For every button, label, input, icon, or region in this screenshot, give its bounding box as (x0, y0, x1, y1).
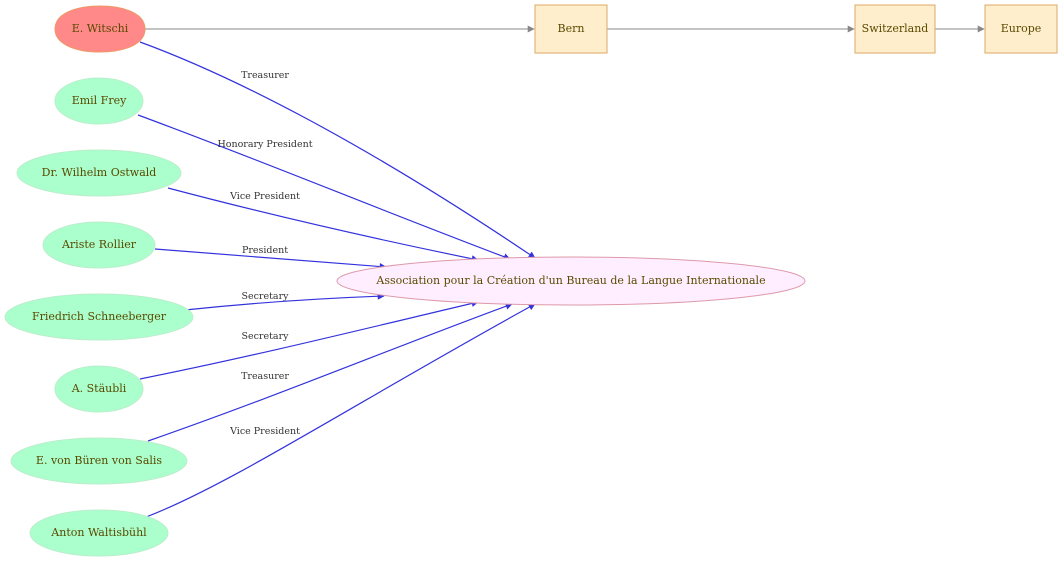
edge-label-witschi: Treasurer (241, 70, 289, 81)
node-witschi[interactable]: E. Witschi (54, 5, 146, 53)
node-shape-salis (10, 437, 188, 485)
node-label-bern: Bern (558, 22, 585, 35)
node-shape-europe (984, 4, 1058, 54)
edge-staubli-association (139, 300, 479, 380)
node-label-rollier: Ariste Rollier (61, 238, 137, 251)
edge-label-frey: Honorary President (217, 139, 312, 150)
node-switzerland[interactable]: Switzerland (854, 4, 936, 54)
edge-label-ostwald: Vice President (229, 191, 300, 202)
node-label-switzerland: Switzerland (862, 22, 929, 35)
edge-label-schneeberger: Secretary (241, 291, 289, 302)
node-label-witschi: E. Witschi (72, 22, 129, 35)
node-shape-schneeberger (4, 293, 194, 341)
node-label-europe: Europe (1001, 22, 1042, 35)
node-rollier[interactable]: Ariste Rollier (42, 221, 156, 269)
node-shape-staubli (54, 365, 144, 413)
edge-waltisbuhl-association (145, 303, 536, 518)
edge-label-waltisbuhl: Vice President (229, 426, 300, 437)
node-shape-rollier (42, 221, 156, 269)
edge-label-salis: Treasurer (241, 371, 289, 382)
edge-ostwald-association (167, 187, 479, 263)
edge-rollier-association (154, 248, 387, 271)
edge-frey-association (137, 114, 511, 261)
edge-label-rollier: President (242, 245, 288, 256)
node-shape-association (336, 256, 806, 306)
node-label-waltisbuhl: Anton Waltisbühl (50, 526, 147, 539)
edge-salis-association (147, 302, 513, 442)
edge-schneeberger-association (184, 292, 385, 311)
node-salis[interactable]: E. von Büren von Salis (10, 437, 188, 485)
node-label-ostwald: Dr. Wilhelm Ostwald (42, 166, 157, 179)
node-shape-frey (54, 77, 144, 125)
node-label-schneeberger: Friedrich Schneeberger (32, 310, 167, 323)
edge-label-staubli: Secretary (241, 331, 289, 342)
edge-witschi-association (139, 41, 536, 259)
node-staubli[interactable]: A. Stäubli (54, 365, 144, 413)
node-label-frey: Emil Frey (72, 94, 127, 107)
node-shape-ostwald (16, 149, 182, 197)
node-frey[interactable]: Emil Frey (54, 77, 144, 125)
node-association[interactable]: Association pour la Création d'un Bureau… (336, 256, 806, 306)
node-label-staubli: A. Stäubli (71, 382, 127, 395)
node-label-salis: E. von Büren von Salis (36, 454, 163, 467)
node-waltisbuhl[interactable]: Anton Waltisbühl (29, 509, 169, 557)
edge-labels: Treasurer Honorary President Vice Presid… (217, 70, 312, 437)
node-shape-waltisbuhl (29, 509, 169, 557)
node-label-association: Association pour la Création d'un Bureau… (375, 274, 765, 287)
node-ostwald[interactable]: Dr. Wilhelm Ostwald (16, 149, 182, 197)
node-shape-bern (534, 4, 608, 54)
membership-edges (137, 41, 536, 518)
node-shape-switzerland (854, 4, 936, 54)
node-bern[interactable]: Bern (534, 4, 608, 54)
node-schneeberger[interactable]: Friedrich Schneeberger (4, 293, 194, 341)
node-europe[interactable]: Europe (984, 4, 1058, 54)
node-shape-witschi (54, 5, 146, 53)
